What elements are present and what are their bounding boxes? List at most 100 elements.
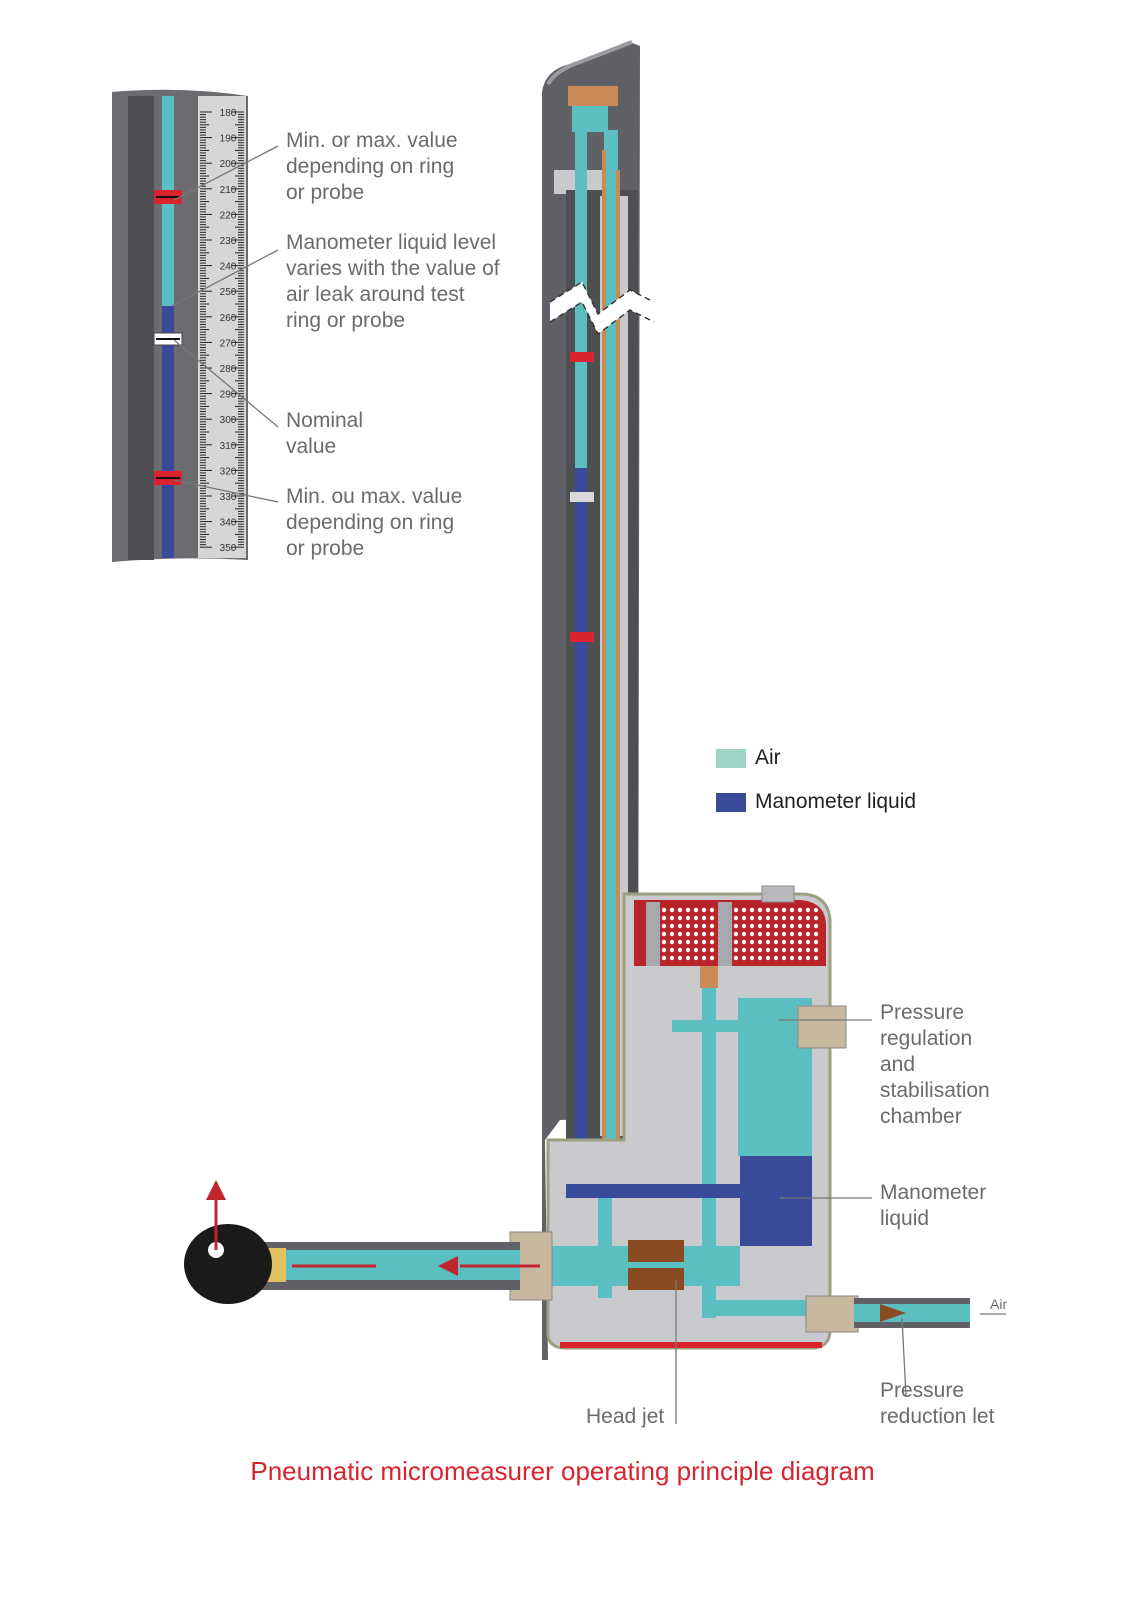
chamber-dot bbox=[765, 955, 771, 961]
chamber-dot bbox=[765, 947, 771, 953]
chamber-dot bbox=[773, 939, 779, 945]
scale-tick-label: 230 bbox=[220, 236, 237, 247]
chamber-dot bbox=[805, 907, 811, 913]
chamber-dot bbox=[765, 923, 771, 929]
scale-tick-label: 310 bbox=[220, 441, 237, 452]
chamber-dot bbox=[685, 923, 691, 929]
chamber-dot bbox=[749, 915, 755, 921]
chamber-dot bbox=[797, 923, 803, 929]
chamber-dot bbox=[813, 931, 819, 937]
air-inlet-tube bbox=[854, 1298, 1006, 1328]
scale-tick-label: 330 bbox=[220, 492, 237, 503]
legend-label-liquid: Manometer liquid bbox=[755, 790, 917, 813]
chamber-dot bbox=[813, 915, 819, 921]
scale-liquid-column bbox=[162, 306, 174, 558]
chamber-dot bbox=[741, 947, 747, 953]
diagram-caption: Pneumatic micromeasurer operating princi… bbox=[250, 1456, 875, 1486]
chamber-dot bbox=[701, 915, 707, 921]
chamber-dot bbox=[797, 947, 803, 953]
chamber-dot bbox=[757, 947, 763, 953]
chamber-dot bbox=[749, 939, 755, 945]
chamber-dot bbox=[733, 931, 739, 937]
chamber-dot bbox=[685, 907, 691, 913]
chamber-dot bbox=[669, 947, 675, 953]
chamber-dot bbox=[709, 955, 715, 961]
scale-tick-label: 250 bbox=[220, 287, 237, 298]
chamber-dot bbox=[813, 947, 819, 953]
chamber-dot bbox=[781, 915, 787, 921]
chamber-dot bbox=[709, 939, 715, 945]
chamber-dot bbox=[685, 939, 691, 945]
chamber-dot bbox=[701, 907, 707, 913]
callout-liquid-level: Manometer liquid level varies with the v… bbox=[286, 231, 500, 332]
chamber-dot bbox=[677, 947, 683, 953]
chamber-dot bbox=[685, 931, 691, 937]
chamber-dot bbox=[805, 923, 811, 929]
chamber-dot bbox=[789, 947, 795, 953]
callout-lines bbox=[675, 1019, 907, 1424]
callout-min-max-bottom: Min. ou max. value depending on ring or … bbox=[286, 485, 463, 560]
scale-tick-label: 300 bbox=[220, 415, 237, 426]
chamber-dot bbox=[669, 915, 675, 921]
chamber-dot bbox=[765, 915, 771, 921]
chamber-dot bbox=[757, 923, 763, 929]
chamber-dot bbox=[797, 955, 803, 961]
chamber-dot bbox=[757, 931, 763, 937]
chamber-dot bbox=[773, 947, 779, 953]
chamber-dot bbox=[781, 955, 787, 961]
manometer-column bbox=[542, 40, 655, 1360]
chamber-dot bbox=[709, 923, 715, 929]
chamber-dot bbox=[813, 923, 819, 929]
chamber-dot bbox=[693, 907, 699, 913]
chamber-dot bbox=[781, 931, 787, 937]
chamber-dot bbox=[781, 947, 787, 953]
min-marker-top bbox=[154, 190, 182, 204]
chamber-dot bbox=[797, 915, 803, 921]
chamber-dot bbox=[797, 907, 803, 913]
chamber-dot bbox=[765, 931, 771, 937]
chamber-dot bbox=[741, 939, 747, 945]
output-tube bbox=[184, 1180, 540, 1304]
chamber-dot bbox=[765, 907, 771, 913]
callout-air-inlet: Air bbox=[990, 1296, 1008, 1312]
chamber-dot bbox=[757, 955, 763, 961]
scale-tick-label: 180 bbox=[220, 108, 237, 119]
legend-item-liquid: Manometer liquid bbox=[716, 790, 916, 814]
chamber-dot bbox=[789, 931, 795, 937]
chamber-dot bbox=[677, 955, 683, 961]
chamber-dot bbox=[733, 907, 739, 913]
chamber-dot bbox=[757, 939, 763, 945]
chamber-dot bbox=[661, 907, 667, 913]
chamber-liquid bbox=[740, 1156, 812, 1246]
chamber-dot bbox=[749, 947, 755, 953]
chamber-dot bbox=[805, 915, 811, 921]
chamber-dot bbox=[669, 907, 675, 913]
chamber-dot bbox=[733, 947, 739, 953]
chamber-dot bbox=[749, 955, 755, 961]
scale-tick-label: 270 bbox=[220, 338, 237, 349]
chamber-dot bbox=[805, 955, 811, 961]
chamber-dot bbox=[693, 915, 699, 921]
chamber-dot bbox=[781, 907, 787, 913]
chamber-dot bbox=[693, 939, 699, 945]
chamber-dot bbox=[741, 931, 747, 937]
chamber-dot bbox=[789, 915, 795, 921]
scale-tick-label: 350 bbox=[220, 543, 237, 554]
chamber-dot bbox=[789, 907, 795, 913]
chamber-dot bbox=[805, 947, 811, 953]
chamber-dot bbox=[813, 939, 819, 945]
chamber-dot bbox=[749, 923, 755, 929]
chamber-dot bbox=[669, 955, 675, 961]
chamber-dot bbox=[661, 955, 667, 961]
legend-swatch-air bbox=[716, 748, 746, 768]
chamber-dot bbox=[709, 907, 715, 913]
chamber-dot bbox=[733, 955, 739, 961]
base-chamber bbox=[509, 885, 859, 1350]
chamber-dot bbox=[677, 907, 683, 913]
nominal-marker bbox=[153, 332, 183, 346]
chamber-dot bbox=[741, 955, 747, 961]
scale-tick-label: 210 bbox=[220, 185, 237, 196]
callout-pressure-chamber: Pressure regulation and stabilisation ch… bbox=[880, 1001, 990, 1128]
chamber-dot bbox=[661, 947, 667, 953]
chamber-dot bbox=[781, 923, 787, 929]
